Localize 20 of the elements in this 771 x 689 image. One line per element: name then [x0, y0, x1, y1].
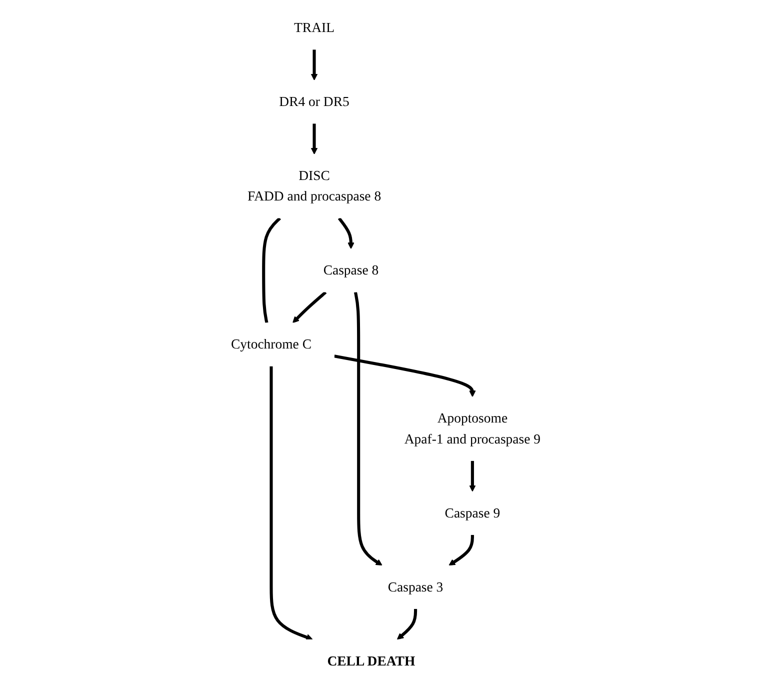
arrow — [269, 366, 312, 640]
node-text: Apoptosome Apaf-1 and procaspase 9 — [404, 410, 540, 446]
arrow — [334, 354, 476, 398]
arrow — [292, 291, 326, 324]
node-text: TRAIL — [294, 20, 334, 36]
arrow — [448, 534, 474, 566]
arrow — [310, 50, 318, 80]
node-text: Cytochrome C — [230, 336, 312, 352]
arrow — [310, 124, 318, 154]
arrow — [396, 608, 417, 640]
node-text: CELL DEATH — [326, 653, 415, 668]
arrow — [354, 292, 382, 566]
arrow — [338, 217, 354, 250]
arrow — [468, 460, 476, 492]
node-text: Caspase 3 — [388, 579, 443, 594]
node-text: Caspase 9 — [444, 505, 500, 520]
node-text: DR4 or DR5 — [278, 94, 350, 110]
node-text: Caspase 8 — [323, 262, 378, 278]
connector — [262, 217, 281, 324]
node-text: DISC FADD and procaspase 8 — [247, 168, 381, 204]
